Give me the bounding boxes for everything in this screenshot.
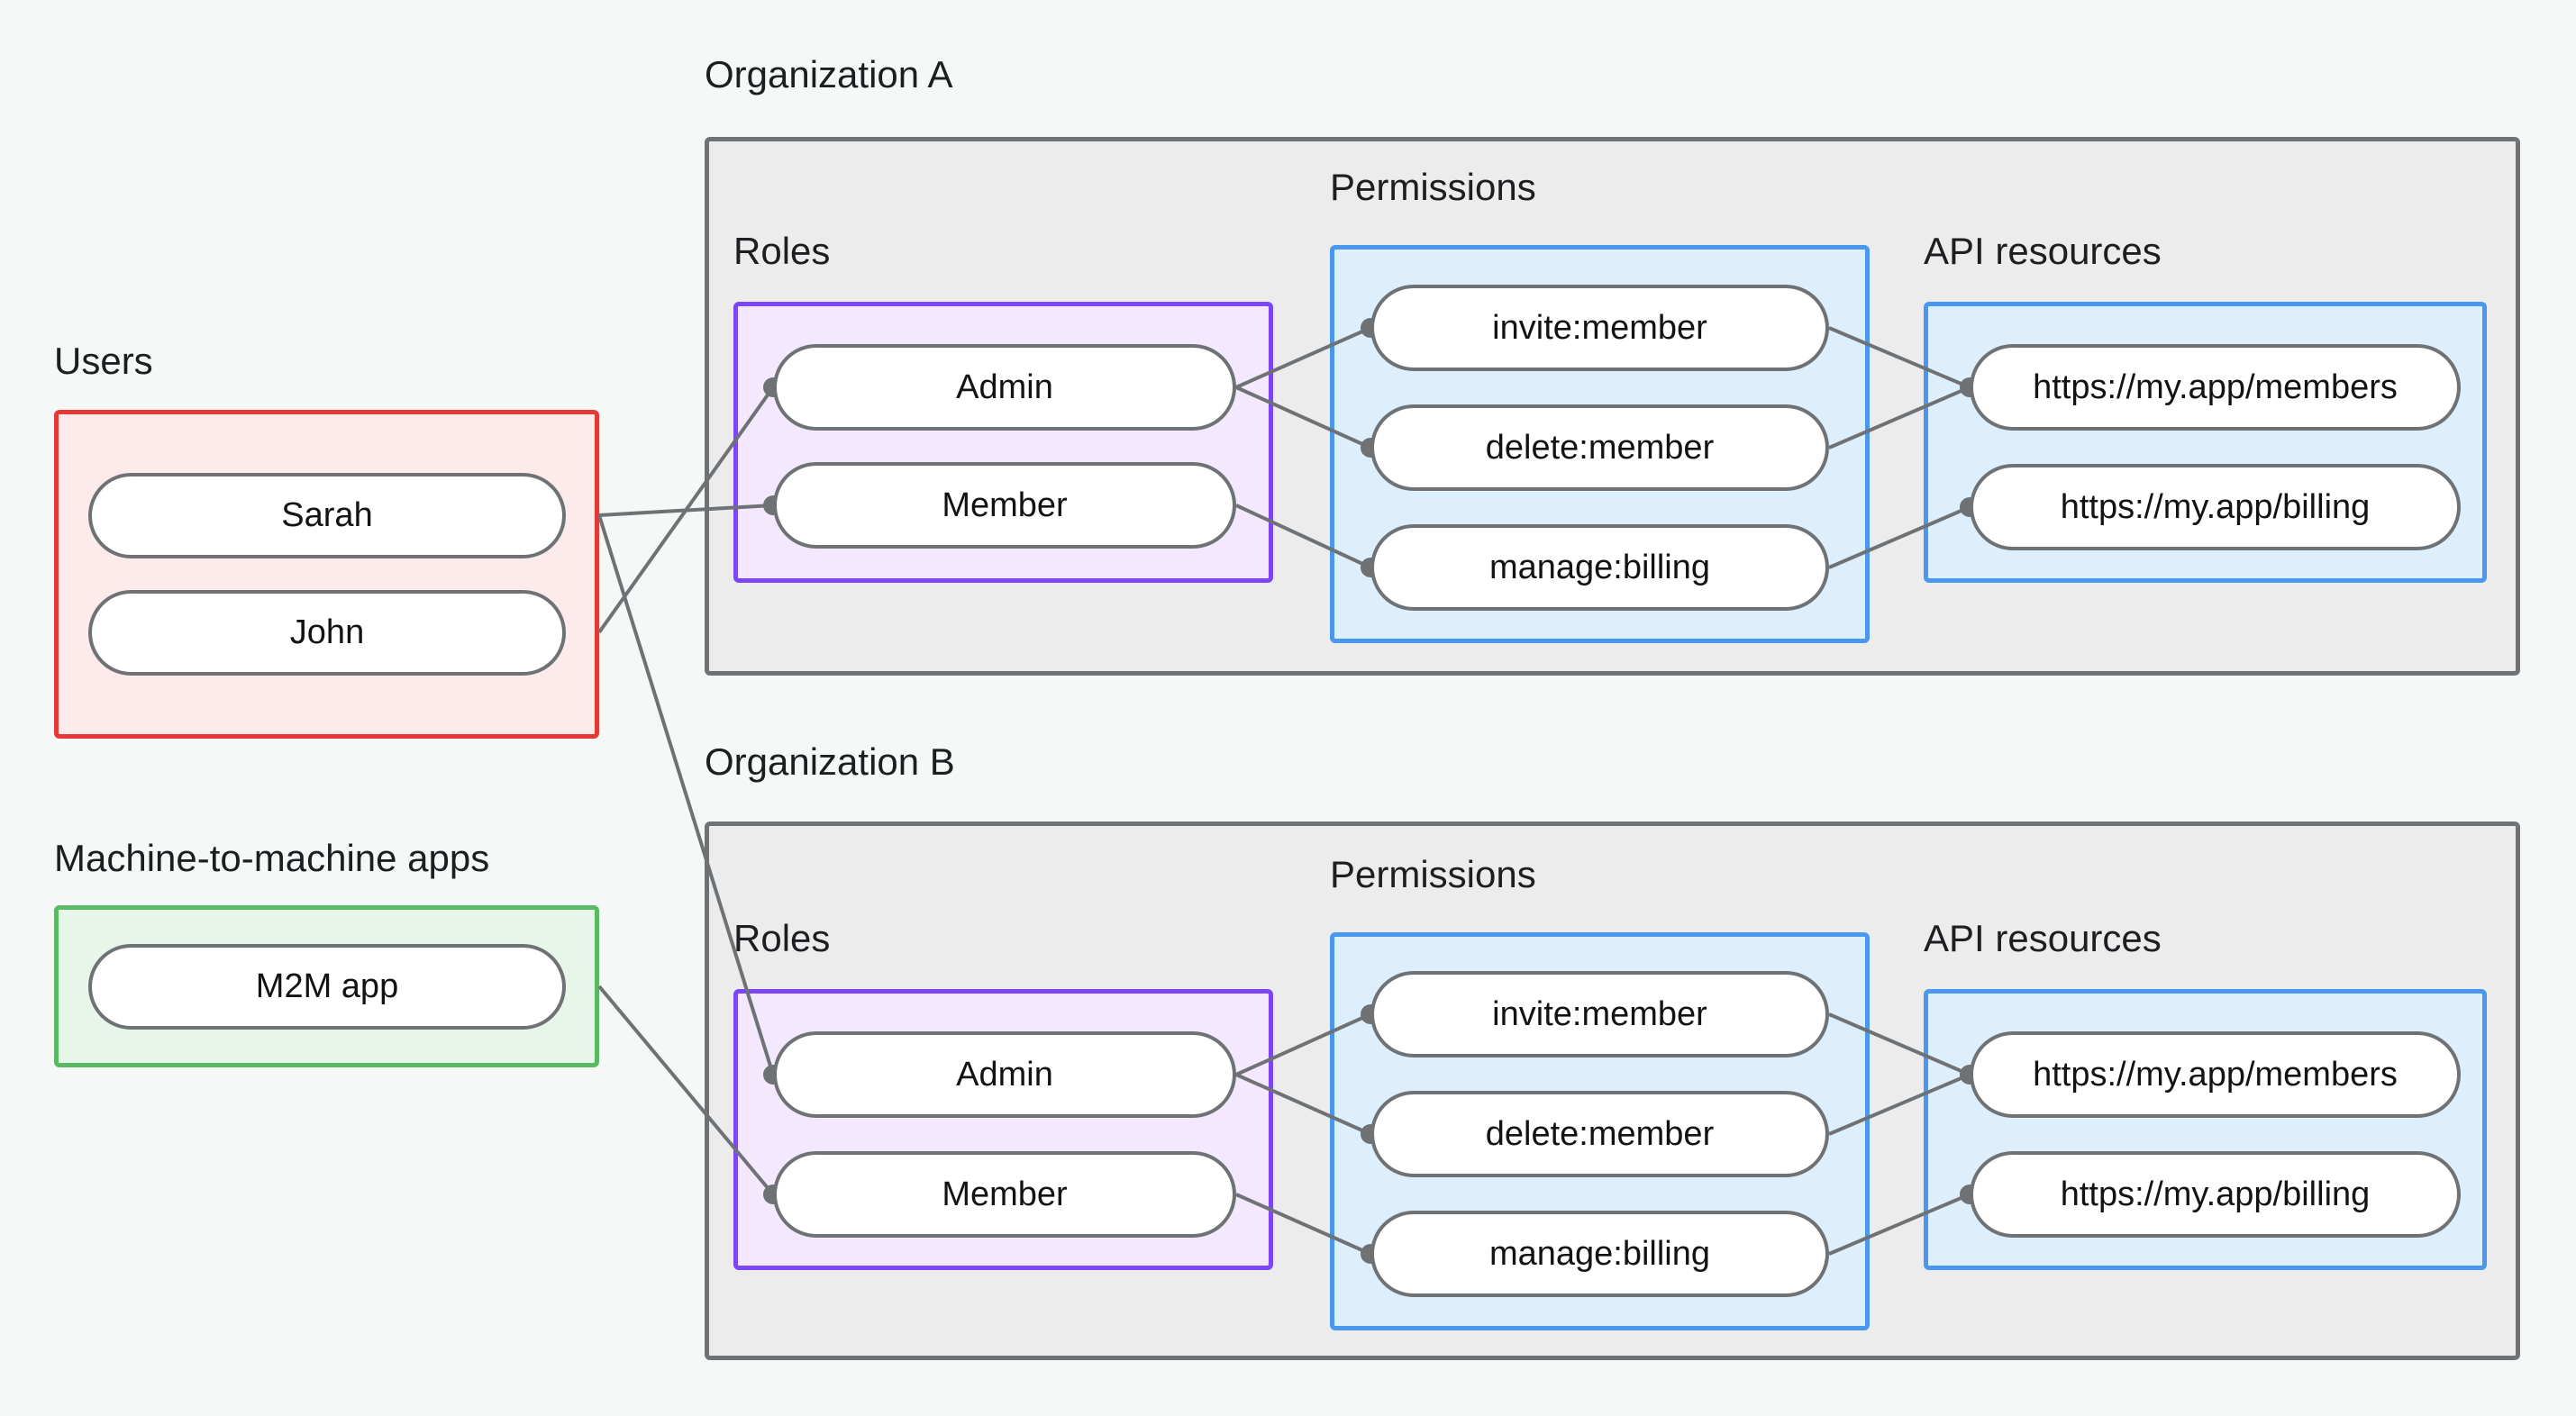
org-b-role-member[interactable]: Member — [773, 1151, 1236, 1238]
users-group — [54, 410, 599, 739]
org-b-roles-label: Roles — [733, 917, 831, 959]
org-b-role-admin[interactable]: Admin — [773, 1031, 1236, 1118]
org-a-label: Organization A — [705, 53, 953, 95]
org-a-role-admin[interactable]: Admin — [773, 344, 1236, 431]
org-b-api-billing[interactable]: https://my.app/billing — [1970, 1151, 2461, 1238]
user-node-sarah[interactable]: Sarah — [88, 473, 566, 558]
org-a-api-label: API resources — [1924, 230, 2162, 272]
m2m-section-label: Machine-to-machine apps — [54, 837, 490, 879]
org-b-permission-delete-member[interactable]: delete:member — [1370, 1091, 1829, 1177]
org-b-permission-invite-member[interactable]: invite:member — [1370, 971, 1829, 1057]
org-b-permissions-label: Permissions — [1330, 853, 1536, 895]
org-a-permission-delete-member[interactable]: delete:member — [1370, 404, 1829, 491]
org-b-label: Organization B — [705, 740, 955, 783]
org-b-permission-manage-billing[interactable]: manage:billing — [1370, 1211, 1829, 1297]
org-b-api-members[interactable]: https://my.app/members — [1970, 1031, 2461, 1118]
org-a-permission-manage-billing[interactable]: manage:billing — [1370, 524, 1829, 611]
user-node-john[interactable]: John — [88, 590, 566, 676]
org-a-permission-invite-member[interactable]: invite:member — [1370, 285, 1829, 371]
org-a-roles-label: Roles — [733, 230, 831, 272]
org-a-api-billing[interactable]: https://my.app/billing — [1970, 464, 2461, 550]
org-a-permissions-label: Permissions — [1330, 166, 1536, 208]
org-b-api-label: API resources — [1924, 917, 2162, 959]
org-a-role-member[interactable]: Member — [773, 462, 1236, 549]
m2m-node-app[interactable]: M2M app — [88, 944, 566, 1030]
users-section-label: Users — [54, 340, 153, 382]
org-a-api-members[interactable]: https://my.app/members — [1970, 344, 2461, 431]
